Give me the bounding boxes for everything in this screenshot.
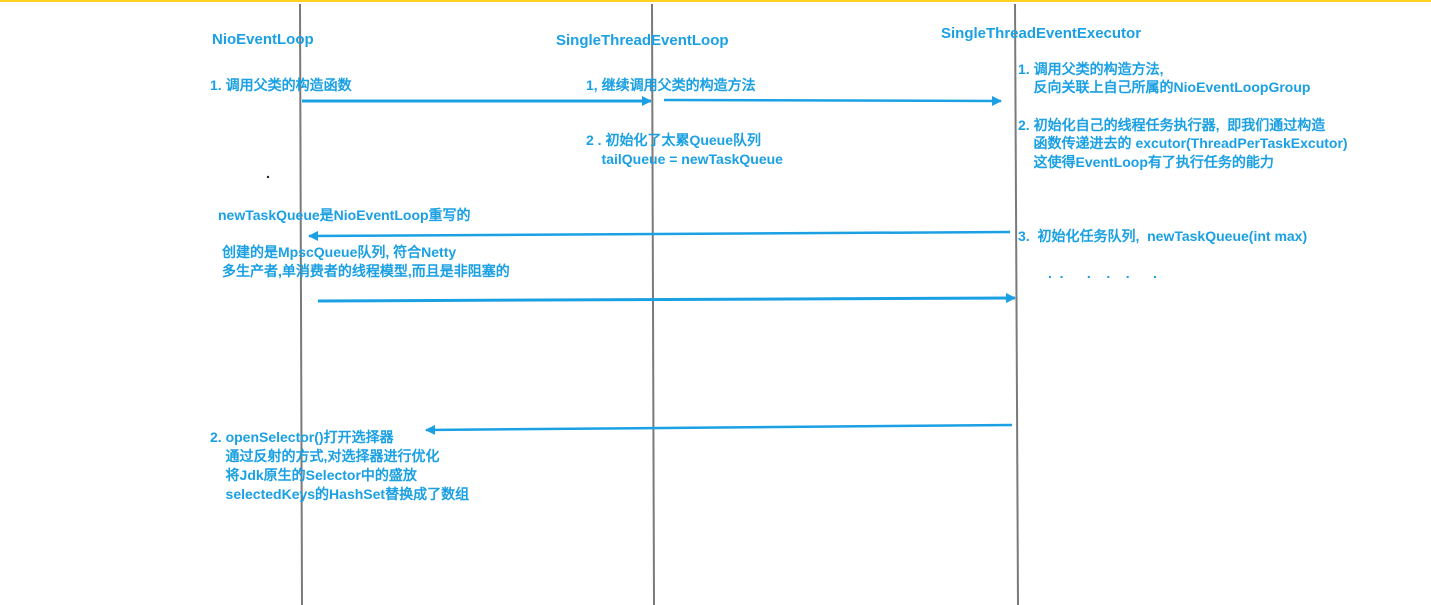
header-single-thread-event-executor: SingleThreadEventExecutor — [941, 25, 1142, 42]
top-border — [0, 0, 1431, 2]
lifeline-nio-event-loop — [299, 3, 303, 605]
note-nio-step2-line4: selectedKeys的HashSet替换成了数组 — [210, 486, 470, 502]
arrow-stee-to-open-selector — [425, 423, 1013, 435]
note-nio-step2-line3: 将Jdk原生的Selector中的盛放 — [210, 467, 417, 483]
header-nio-event-loop: NioEventLoop — [212, 31, 314, 48]
note-stee-step1-line1: 1. 调用父类的构造方法, — [1018, 61, 1164, 77]
arrow-stel-to-stee — [663, 95, 1002, 106]
note-stee-step2-line2: 函数传递进去的 excutor(ThreadPerTaskExcutor) — [1018, 135, 1348, 151]
arrow-stee-to-nio-newtaskqueue — [308, 230, 1011, 241]
note-nio-mpsc-line1: 创建的是MpscQueue队列, 符合Netty — [222, 244, 457, 260]
note-nio-mpsc-line2: 多生产者,单消费者的线程模型,而且是非阻塞的 — [222, 263, 510, 279]
note-nio-step2-line1: 2. openSelector()打开选择器 — [210, 429, 394, 445]
note-stee-step1-line2: 反向关联上自己所属的NioEventLoopGroup — [1018, 79, 1311, 95]
note-stee-step2-line3: 这使得EventLoop有了执行任务的能力 — [1018, 154, 1274, 170]
stray-dot — [266, 175, 270, 179]
arrow-nio-return-to-stee — [317, 293, 1016, 304]
header-single-thread-event-loop: SingleThreadEventLoop — [556, 32, 729, 49]
lifeline-single-thread-event-loop — [651, 3, 655, 605]
lifeline-single-thread-event-executor — [1014, 3, 1019, 605]
note-stee-step2-line1: 2. 初始化自己的线程任务执行器, 即我们通过构造 — [1018, 117, 1326, 133]
note-stel-step2-line1: 2 . 初始化了太累Queue队列 — [586, 132, 762, 148]
note-nio-override: newTaskQueue是NioEventLoop重写的 — [218, 207, 471, 223]
note-stee-step3: 3. 初始化任务队列, newTaskQueue(int max) — [1018, 228, 1308, 244]
note-stel-step2-line2: tailQueue = newTaskQueue — [586, 151, 783, 167]
note-nio-step1: 1. 调用父类的构造函数 — [210, 77, 352, 93]
note-nio-step2-line2: 通过反射的方式,对选择器进行优化 — [210, 448, 440, 464]
note-stee-ellipsis: . . . . . . — [1048, 265, 1157, 281]
note-stel-step1: 1, 继续调用父类的构造方法 — [586, 77, 756, 93]
